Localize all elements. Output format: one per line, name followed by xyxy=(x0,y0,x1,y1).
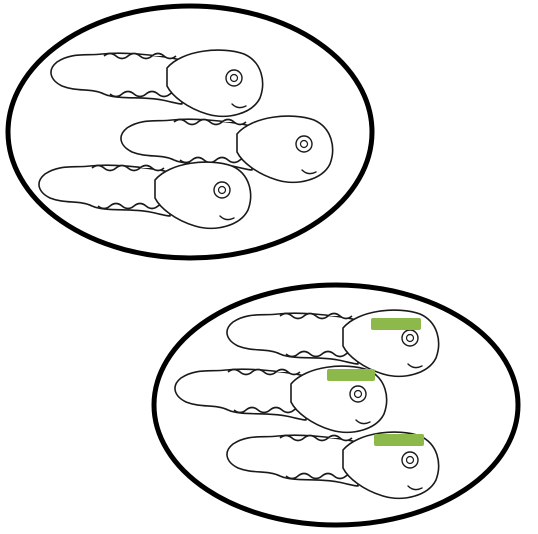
green-mark xyxy=(374,434,424,446)
marked-group xyxy=(154,285,518,525)
unmarked-group xyxy=(8,6,372,258)
green-mark xyxy=(371,318,421,330)
green-mark xyxy=(327,369,375,381)
